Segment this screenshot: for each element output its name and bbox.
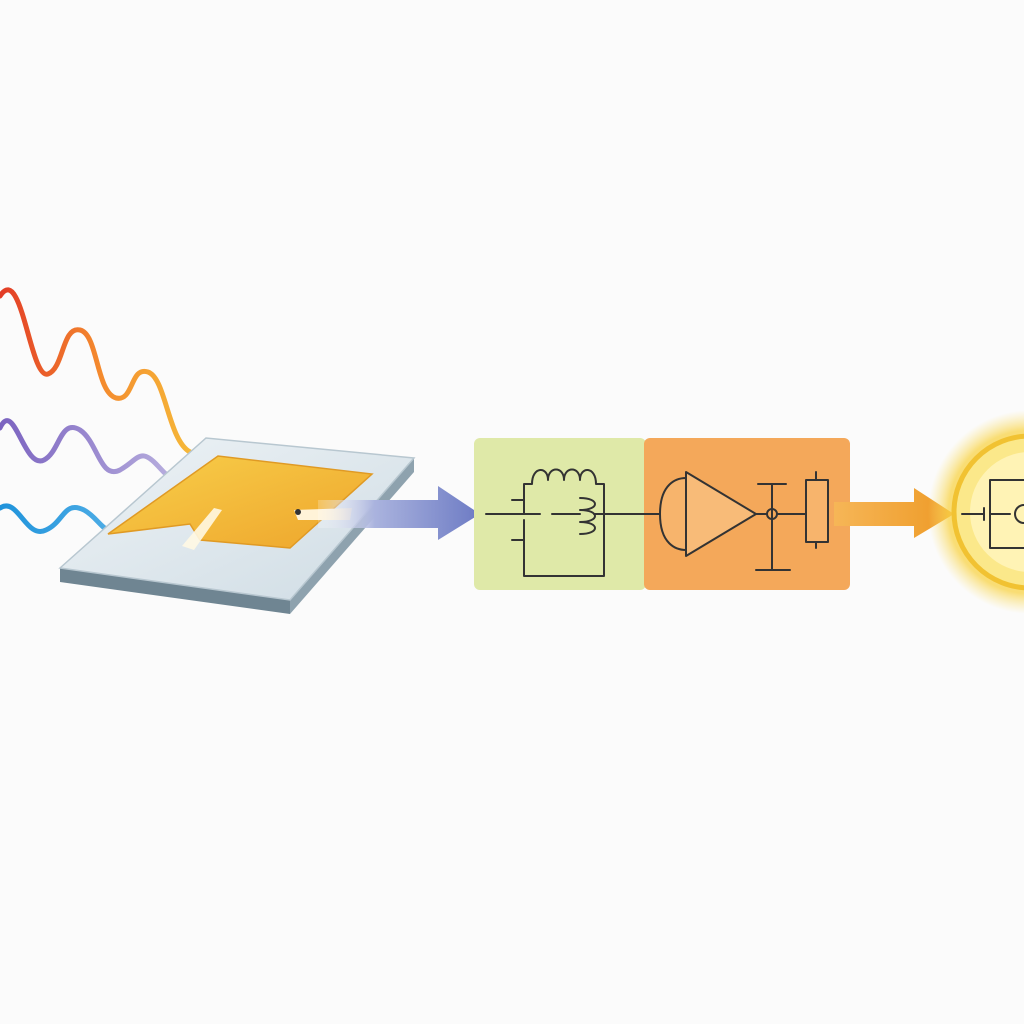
- patch-element: [107, 455, 374, 549]
- arrow-blue: [318, 486, 480, 540]
- matching-network-inductor-icon: [485, 468, 645, 577]
- wave-top: [0, 287, 225, 495]
- arrow-right-icon: [318, 486, 480, 540]
- feed-point: [295, 509, 301, 515]
- rectifier-block: [643, 438, 850, 590]
- arrow-orange: [834, 488, 954, 538]
- glowing-output-load-icon: [928, 410, 1024, 614]
- patch-antenna-icon: [58, 437, 416, 614]
- patch-slot: [182, 508, 222, 550]
- matching-network-block: [474, 438, 646, 590]
- substrate-side-right: [290, 458, 414, 614]
- arrow-right-icon: [834, 488, 954, 538]
- substrate-side-front: [60, 568, 290, 614]
- rectifier-diode-capacitor-icon: [643, 471, 829, 571]
- wave-middle: [0, 418, 219, 503]
- output-core: [970, 452, 1024, 572]
